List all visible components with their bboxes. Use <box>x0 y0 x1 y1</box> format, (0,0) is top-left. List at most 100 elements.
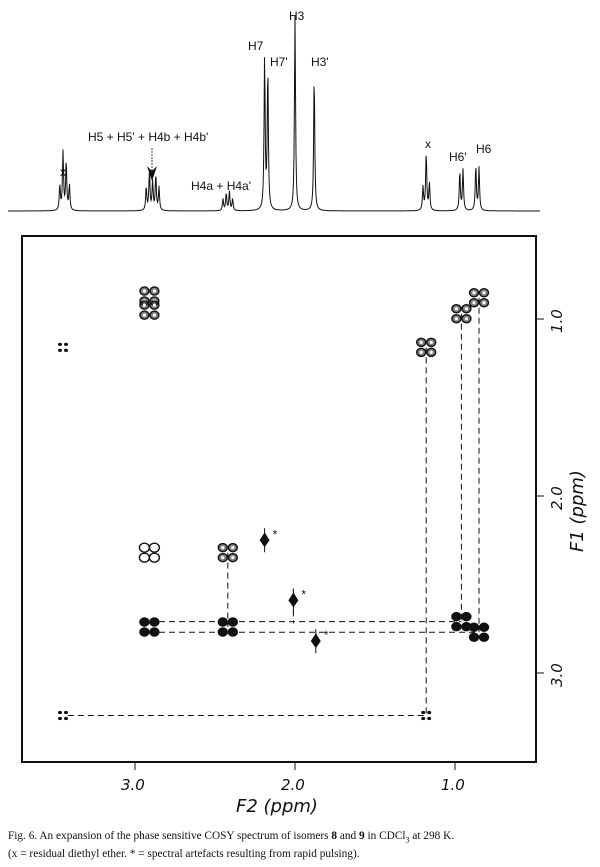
f2-tick-label: 1.0 <box>441 776 465 794</box>
contour-hole <box>152 556 156 560</box>
contour <box>478 632 490 643</box>
contour <box>461 611 472 622</box>
cross-peak-artefact: * <box>310 628 329 654</box>
contour <box>478 622 490 633</box>
contour-hole <box>142 546 146 550</box>
label-h5-group: H5 + H5' + H4b + H4b' <box>88 130 208 144</box>
label-ether-x-right: x <box>425 137 431 151</box>
arrow-down-icon <box>147 166 157 181</box>
contour <box>421 710 426 715</box>
contour <box>139 617 150 627</box>
f1-axis-label: F1 (ppm) <box>567 470 588 552</box>
cross-peak-small <box>421 710 432 721</box>
caption-text: at 298 K. <box>409 830 455 842</box>
contour-hole <box>464 307 468 311</box>
contour-hole <box>482 291 486 295</box>
caption-line2: (x = residual diethyl ether. * = spectra… <box>8 848 360 861</box>
label-h6: H6 <box>476 142 492 156</box>
contour <box>217 617 229 627</box>
contour <box>149 617 160 627</box>
contour-hole <box>142 303 146 307</box>
contour-hole <box>419 340 423 344</box>
caption-text: An expansion of the phase sensitive COSY… <box>37 830 332 842</box>
contour-hole <box>419 350 423 354</box>
contour-hole <box>472 301 476 305</box>
artefact-star-icon: * <box>324 628 329 642</box>
contour <box>227 617 239 627</box>
contour-hole <box>429 350 433 354</box>
f2-tick-label: 3.0 <box>121 776 145 794</box>
contour <box>58 348 62 352</box>
f1-tick-label: 1.0 <box>548 309 566 333</box>
contour-hole <box>482 301 486 305</box>
contour <box>64 710 68 715</box>
cross-peak-filled <box>139 617 160 637</box>
contour <box>64 348 68 352</box>
cross-peak-clover <box>451 303 472 324</box>
label-h6-prime: H6' <box>449 150 467 164</box>
label-h7-prime: H7' <box>270 55 288 69</box>
connection-lines <box>67 297 480 716</box>
cross-peak-clover <box>217 542 239 563</box>
f2-axis-label: F2 (ppm) <box>236 796 318 817</box>
label-h3: H3 <box>289 9 305 23</box>
cross-peak-filled <box>451 611 472 632</box>
f1-tick-label: 2.0 <box>548 486 566 510</box>
label-h4a: H4a + H4a' <box>191 179 251 193</box>
contour-hole <box>152 546 156 550</box>
cross-peak-open <box>138 542 161 563</box>
cross-peak-clover <box>139 300 160 320</box>
contour-hole <box>142 313 146 317</box>
contour-hole <box>464 317 468 321</box>
cross-peak-small <box>58 710 68 721</box>
cosy-frame <box>21 235 537 763</box>
caption-text: and <box>337 830 360 842</box>
contour <box>58 710 62 715</box>
contour <box>58 342 62 346</box>
contour-hole <box>221 546 225 550</box>
1d-proton-spectrum <box>8 15 540 212</box>
contour-hole <box>454 317 458 321</box>
contour <box>451 611 462 622</box>
contour <box>149 627 160 637</box>
caption-text: in CDCl <box>364 830 406 842</box>
contour-hole <box>152 313 156 317</box>
isomer-9: 9 <box>359 830 365 842</box>
caption-subscript: 3 <box>405 835 410 845</box>
cross-peak-artefact: * <box>259 527 278 553</box>
isomer-8: 8 <box>331 830 338 842</box>
contour <box>427 710 432 715</box>
contour <box>421 716 426 721</box>
label-h3-prime: H3' <box>311 55 329 69</box>
contour <box>468 632 480 643</box>
contour <box>139 627 150 637</box>
contour <box>64 342 68 346</box>
artefact-star-icon: * <box>273 527 278 541</box>
f2-tick-label: 2.0 <box>281 776 305 794</box>
contour <box>148 542 161 553</box>
contour <box>148 552 161 563</box>
cross-peak-filled <box>468 622 490 643</box>
cross-peak-clover <box>468 288 490 308</box>
cross-peak-clover <box>416 337 437 358</box>
label-h7: H7 <box>248 39 264 53</box>
contour <box>217 627 229 637</box>
contour <box>468 622 480 633</box>
contour-hole <box>152 303 156 307</box>
contour-hole <box>472 291 476 295</box>
contour-hole <box>221 556 225 560</box>
contour <box>64 716 68 721</box>
contour-hole <box>231 546 235 550</box>
figure-caption: Fig. 6. An expansion of the phase sensit… <box>8 829 598 862</box>
contour <box>451 621 462 632</box>
axis-ticks: 3.0 2.0 1.0 1.0 2.0 3.0 <box>121 309 566 794</box>
cross-peak-artefact: * <box>288 587 306 613</box>
label-ether-x-left: x <box>60 165 66 179</box>
contour-hole <box>231 556 235 560</box>
contour <box>227 627 239 637</box>
caption-fig-label: Fig. 6. <box>8 830 38 842</box>
f1-tick-label: 3.0 <box>548 663 566 687</box>
cross-peaks: * * * <box>58 286 490 721</box>
artefact-star-icon: * <box>301 587 306 601</box>
contour-hole <box>142 556 146 560</box>
